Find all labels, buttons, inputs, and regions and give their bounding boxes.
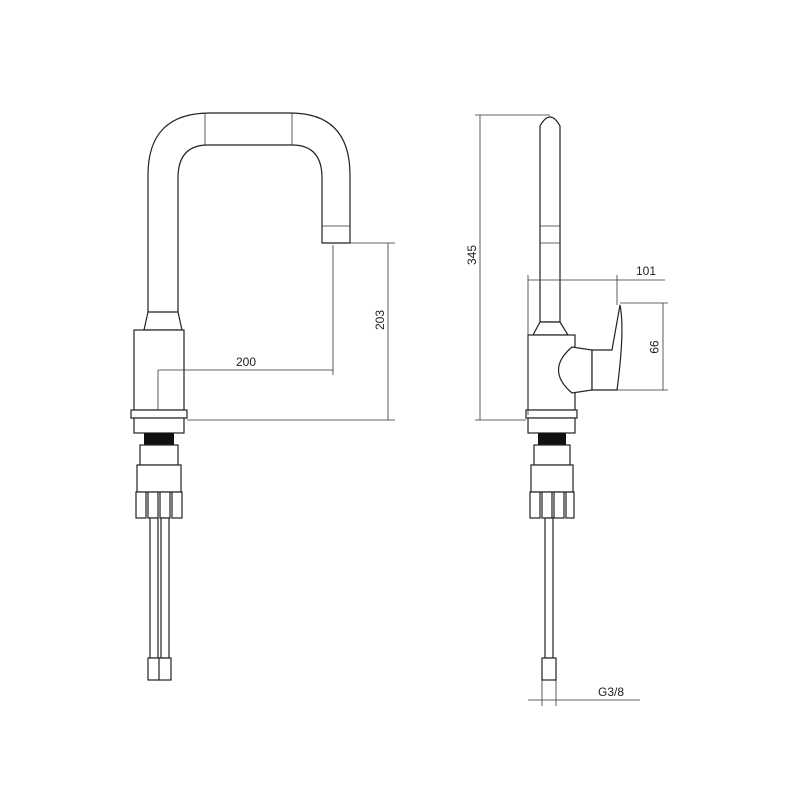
base-ring — [130, 409, 188, 419]
side-base — [527, 417, 576, 434]
shank — [139, 444, 179, 466]
lever-handle — [591, 304, 623, 391]
side-base-ring — [525, 409, 578, 419]
nut-teeth — [135, 491, 183, 519]
cartridge — [557, 346, 593, 394]
side-nut-teeth — [529, 491, 575, 519]
side-collar — [531, 321, 570, 336]
dim-99: 99 — [617, 302, 668, 391]
dim-label-101: 101 — [636, 264, 656, 278]
side-view: 345 101 99 G3/8 — [465, 114, 668, 706]
side-spout — [539, 116, 561, 323]
side-shank — [533, 444, 571, 466]
dim-200: 200 — [157, 245, 334, 410]
dim-label-99: 99 — [647, 340, 661, 354]
side-thread — [538, 433, 566, 445]
side-nut — [530, 464, 574, 493]
dim-345: 345 — [465, 114, 550, 421]
dim-label-345: 345 — [465, 245, 479, 265]
side-hose — [544, 517, 554, 659]
nut — [136, 464, 182, 493]
dim-203: 203 — [187, 242, 395, 421]
side-hose-nut — [541, 657, 557, 681]
thread — [144, 433, 174, 445]
dim-g38: G3/8 — [528, 680, 640, 706]
front-view: 200 203 — [130, 112, 395, 681]
base — [133, 417, 185, 434]
dim-101: 101 — [527, 264, 665, 415]
dim-label-200: 200 — [236, 355, 256, 369]
dim-label-g38: G3/8 — [598, 685, 624, 699]
dim-label-203: 203 — [373, 310, 387, 330]
front-spout — [147, 112, 351, 319]
supply-hoses — [147, 517, 172, 681]
collar — [143, 311, 183, 331]
